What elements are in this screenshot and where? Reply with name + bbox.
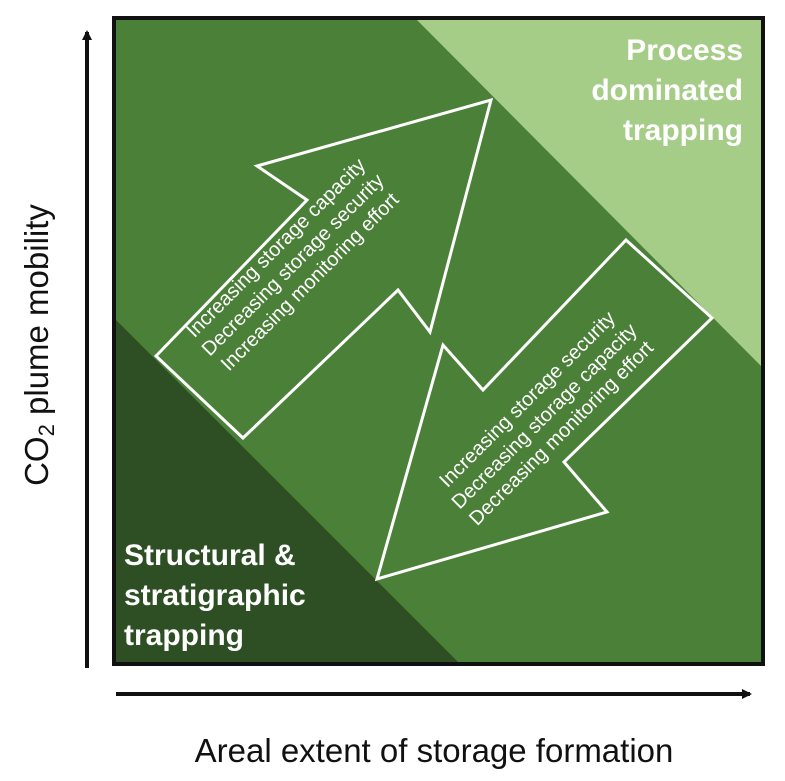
x-axis-label: Areal extent of storage formation	[195, 732, 674, 769]
diagram-border	[112, 16, 765, 666]
process-region-line-2: dominated	[591, 74, 743, 107]
process-region-line-3: trapping	[623, 114, 743, 147]
y-axis-label-main: CO	[18, 436, 55, 486]
structural-region-line-2: stratigraphic	[124, 579, 306, 612]
structural-stratigraphic-region	[114, 318, 460, 664]
structural-region-line-1: Structural &	[124, 539, 296, 572]
downward-arrow-outline	[374, 237, 715, 582]
structural-region-line-3: trapping	[124, 619, 244, 652]
y-axis-label-subscript: 2	[34, 424, 59, 436]
process-dominated-region	[415, 18, 763, 368]
y-axis-label: CO2 plume mobility	[18, 204, 59, 486]
process-region-line-1: Process	[626, 34, 743, 67]
y-axis-label-rest: plume mobility	[18, 204, 55, 425]
upward-arrow-outline	[153, 97, 494, 441]
